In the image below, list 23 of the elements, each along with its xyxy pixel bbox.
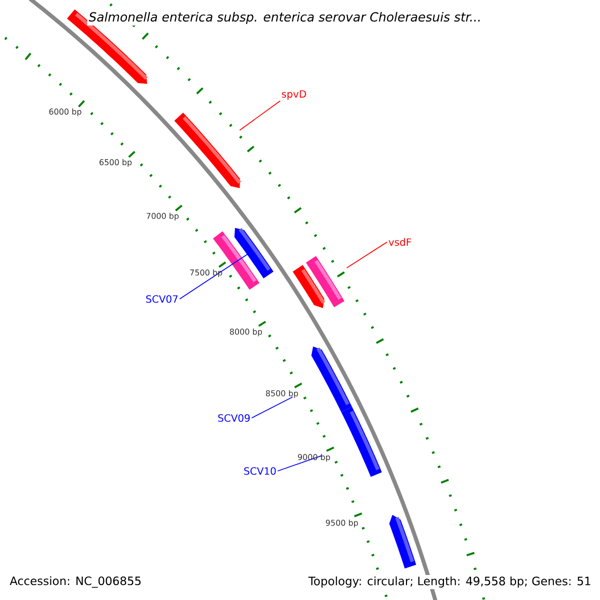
gene-label: vsdF	[388, 238, 412, 246]
gene-label: SCV10	[244, 467, 276, 475]
title: Salmonella enterica subsp. enterica serovar Choleraesuis str...	[87, 10, 483, 26]
gene-segment	[311, 346, 352, 412]
leader-line	[277, 455, 322, 472]
gene-segment	[341, 406, 382, 477]
gene-segment	[174, 112, 242, 188]
footer-text: Topology: circular; Length: 49,558 bp; Genes: 51	[306, 574, 593, 590]
tick-label: 8000 bp	[230, 328, 262, 336]
gene-segment	[306, 256, 344, 308]
leader-line	[179, 252, 250, 300]
gene-label: SCV07	[146, 295, 178, 303]
tick-label: 6500 bp	[100, 159, 132, 167]
tick-label: 7000 bp	[146, 212, 179, 220]
gene-label: spvD	[282, 90, 306, 100]
gene-segment	[212, 231, 260, 290]
leader-line	[251, 396, 294, 418]
gene-label: SCV09	[218, 414, 250, 422]
tick-label: 9500 bp	[326, 520, 358, 528]
footer-text: Accession: NC_006855	[8, 574, 144, 590]
leader-line	[346, 242, 388, 268]
leader-line	[239, 100, 281, 131]
gene-segment	[389, 514, 416, 568]
